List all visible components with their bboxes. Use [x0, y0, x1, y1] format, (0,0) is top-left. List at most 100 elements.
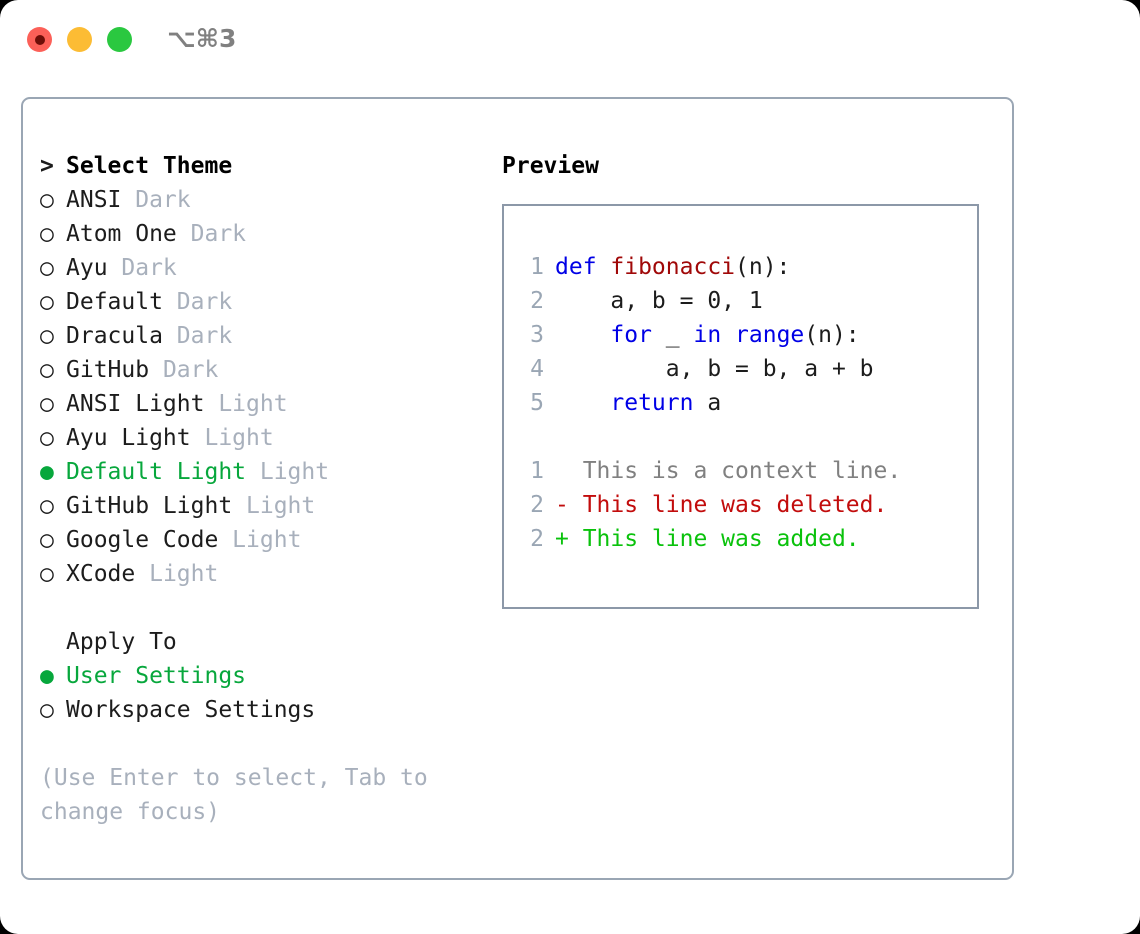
- theme-category: Dark: [107, 255, 177, 281]
- theme-list-item[interactable]: ○ Ayu Light Light: [40, 421, 480, 455]
- theme-name: XCode: [66, 561, 136, 587]
- theme-category: Dark: [162, 289, 233, 315]
- code-token: _: [651, 322, 694, 348]
- radio-unselected-icon: ○: [40, 357, 54, 383]
- code-token: def: [555, 254, 611, 280]
- code-token: a, b = 0, 1: [555, 288, 763, 314]
- theme-category: Light: [204, 391, 288, 417]
- code-line: 5 return a: [504, 386, 977, 420]
- theme-name: Dracula: [66, 323, 163, 349]
- theme-category: Light: [135, 561, 219, 587]
- diff-sample: 1 This is a context line.2- This line wa…: [504, 454, 977, 556]
- apply-to-item[interactable]: ○ Workspace Settings: [40, 693, 480, 727]
- code-token: [555, 322, 610, 348]
- list-spacer: [40, 591, 480, 625]
- radio-unselected-icon: ○: [40, 697, 54, 723]
- radio-unselected-icon: ○: [40, 221, 54, 247]
- theme-category: Light: [218, 527, 302, 553]
- apply-to-header: Apply To: [40, 625, 480, 659]
- theme-list-item[interactable]: ○Google Code Light: [40, 523, 480, 557]
- line-number: 4: [530, 356, 544, 382]
- theme-list: ○ ANSI Dark ○ Atom One Dark ○ Ayu Dark ○ Defaul…: [40, 183, 480, 591]
- close-button-indicator: [34, 34, 45, 45]
- theme-category: Dark: [176, 221, 247, 247]
- code-line: 1 def fibonacci(n):: [504, 250, 977, 284]
- radio-unselected-icon: ○: [40, 493, 54, 519]
- theme-name: GitHub: [66, 357, 150, 383]
- line-number: 2: [530, 288, 544, 314]
- radio-unselected-icon: ○: [40, 425, 54, 451]
- theme-category: Dark: [121, 187, 191, 213]
- theme-list-item[interactable]: ○ GitHub Dark: [40, 353, 480, 387]
- apply-to-item[interactable]: ● User Settings: [40, 659, 480, 693]
- code-token: (n):: [804, 322, 860, 348]
- line-number: 5: [530, 390, 544, 416]
- radio-unselected-icon: ○: [40, 323, 54, 349]
- theme-list-item[interactable]: ○ Default Dark: [40, 285, 480, 319]
- theme-list-item[interactable]: ○ ANSI Light Light: [40, 387, 480, 421]
- theme-name: Atom One: [66, 221, 177, 247]
- code-token: fibonacci: [610, 254, 736, 280]
- line-number: 2: [530, 492, 544, 518]
- theme-list-item[interactable]: ○ Atom One Dark: [40, 217, 480, 251]
- title-bar: ⌥⌘3: [0, 0, 1140, 78]
- code-diff-gap: [504, 420, 977, 454]
- radio-unselected-icon: ○: [40, 391, 54, 417]
- theme-list-item[interactable]: ○XCode Light: [40, 557, 480, 591]
- theme-name: Ayu: [66, 255, 108, 281]
- theme-list-item[interactable]: ○ Dracula Dark: [40, 319, 480, 353]
- code-line: 2 a, b = 0, 1: [504, 284, 977, 318]
- diff-line: 2 - This line was deleted.: [504, 488, 977, 522]
- theme-list-column: >Select Theme ○ANSI Dark○Atom One Dark○A…: [40, 149, 480, 829]
- theme-name: Default: [66, 289, 163, 315]
- theme-category: Light: [190, 425, 274, 451]
- theme-name: Default Light: [66, 459, 247, 485]
- theme-list-item[interactable]: ○ Ayu Dark: [40, 251, 480, 285]
- theme-list-item[interactable]: ● Default Light Light: [40, 455, 480, 489]
- line-number: 3: [530, 322, 544, 348]
- apply-to-list: ● User Settings ○ Workspace Settings: [40, 659, 480, 727]
- code-token: return: [610, 390, 694, 416]
- maximize-button[interactable]: [107, 27, 132, 52]
- code-token: (n):: [735, 254, 791, 280]
- radio-unselected-icon: ○: [40, 289, 54, 315]
- line-number: 1: [530, 254, 544, 280]
- theme-category: Dark: [149, 357, 219, 383]
- line-number: 2: [530, 526, 544, 552]
- hint-spacer: [40, 727, 480, 761]
- theme-list-item[interactable]: ○ ANSI Dark: [40, 183, 480, 217]
- theme-category: Light: [246, 459, 330, 485]
- theme-name: Google Code: [66, 527, 219, 553]
- radio-selected-icon: ●: [40, 663, 54, 689]
- radio-unselected-icon: ○: [40, 187, 54, 213]
- apply-to-header-label: Apply To: [66, 629, 177, 655]
- keyboard-hint-text: (Use Enter to select, Tab to change focu…: [40, 765, 442, 825]
- theme-name: Ayu Light: [66, 425, 191, 451]
- theme-name: ANSI: [66, 187, 122, 213]
- theme-name: ANSI Light: [66, 391, 205, 417]
- theme-category: Light: [232, 493, 316, 519]
- radio-unselected-icon: ○: [40, 255, 54, 281]
- theme-selector-panel: >Select Theme ○ANSI Dark○Atom One Dark○A…: [21, 97, 1014, 880]
- close-button[interactable]: [27, 27, 52, 52]
- select-theme-header-label: Select Theme: [66, 153, 233, 179]
- code-token: in range: [693, 322, 805, 348]
- code-token: a, b = b, a + b: [555, 356, 874, 382]
- diff-line: 2 + This line was added.: [504, 522, 977, 556]
- code-line: 4 a, b = b, a + b: [504, 352, 977, 386]
- apply-to-label: User Settings: [66, 663, 247, 689]
- apply-to-label: Workspace Settings: [66, 697, 316, 723]
- minimize-button[interactable]: [67, 27, 92, 52]
- diff-text: + This line was added.: [555, 526, 860, 552]
- keyboard-shortcut-label: ⌥⌘3: [167, 24, 237, 53]
- line-number: 1: [530, 458, 544, 484]
- diff-text: - This line was deleted.: [555, 492, 888, 518]
- radio-selected-icon: ●: [40, 459, 54, 485]
- preview-title: Preview: [502, 153, 599, 179]
- theme-list-item[interactable]: ○GitHub Light Light: [40, 489, 480, 523]
- theme-category: Dark: [162, 323, 233, 349]
- code-token: for: [610, 322, 652, 348]
